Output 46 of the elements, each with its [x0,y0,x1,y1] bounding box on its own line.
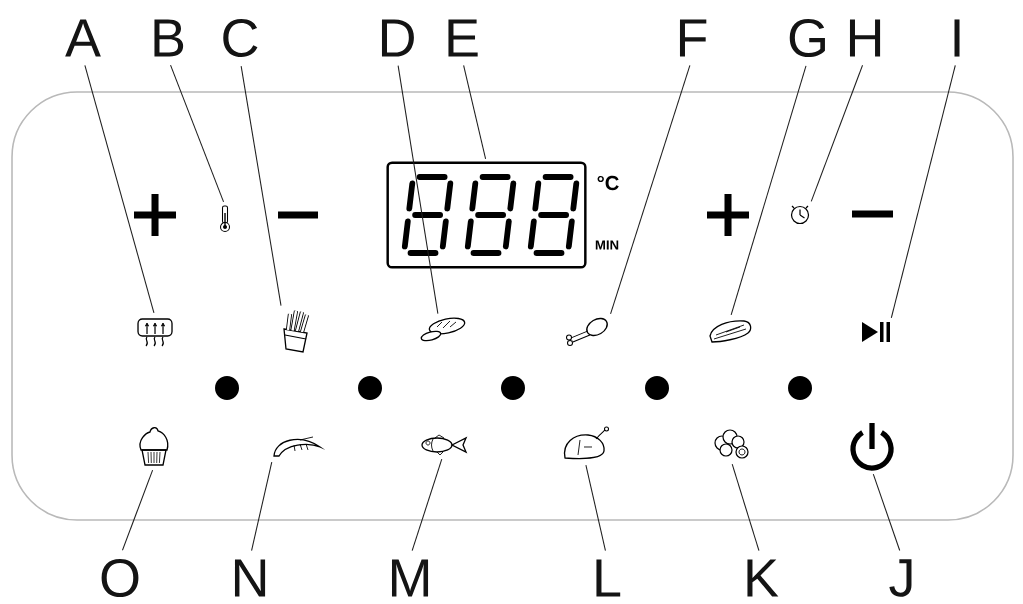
cupcake-icon [139,427,169,466]
unit-label: °C [597,175,619,191]
leader-line [84,64,155,314]
callout-letter: O [101,558,139,598]
play-pause-icon [862,322,890,342]
drumstick-icon [566,317,608,347]
callout-letter: B [154,19,184,57]
leader-line [411,458,443,552]
power-icon [850,423,894,471]
heat-waves-icon [137,318,173,347]
leader-line [731,463,760,552]
callout-letter: D [381,19,414,57]
fish-fillet-icon [420,317,466,342]
callout-letter: M [392,559,429,597]
leader-line [397,65,439,315]
leader-line [872,473,901,551]
leader-line [610,64,691,315]
leader-line [240,65,282,307]
callout-letter: G [789,18,825,58]
vegetable-icon [714,429,749,459]
callout-letter: N [234,559,266,597]
callout-letter: H [849,19,881,57]
leader-line [585,464,606,552]
leader-line [730,65,807,316]
roast-chicken-icon [563,426,610,460]
leader-line [810,64,864,202]
callout-letter: F [679,19,707,57]
unit-label: MIN [595,240,619,250]
callout-letter: A [65,19,101,57]
fries-icon [283,310,310,353]
leader-line [890,64,956,319]
callout-letter: L [596,559,621,597]
seven-segment-display [386,161,587,269]
callout-letter: C [223,18,258,58]
leader-line [463,64,487,160]
fish-icon [421,434,468,456]
callout-letter: K [747,559,779,597]
clock-icon [790,205,810,225]
leader-line [121,469,154,551]
callout-letter: I [954,19,960,57]
callout-letter: J [889,559,912,597]
steak-icon [709,320,752,343]
thermometer-icon [220,205,231,233]
callout-letter: E [448,19,478,57]
leader-line [251,461,273,552]
leader-line [170,64,225,203]
